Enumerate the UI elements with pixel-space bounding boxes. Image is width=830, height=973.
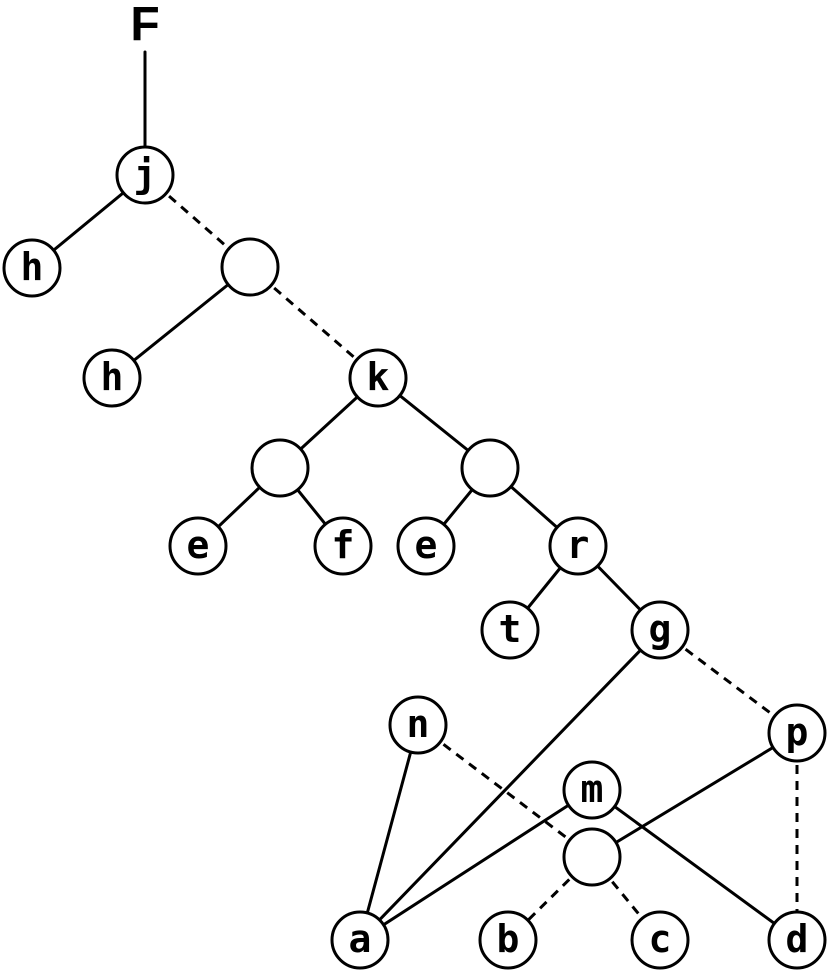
node-label-r: r bbox=[567, 523, 590, 567]
node-label-h2: h bbox=[101, 355, 124, 399]
node-label-e1: e bbox=[187, 523, 210, 567]
node-circle-h1 bbox=[2, 238, 62, 298]
node-circle-e2 bbox=[396, 516, 456, 576]
edge-m-a bbox=[358, 788, 594, 942]
node-circle-g bbox=[630, 600, 690, 660]
node-circle-m bbox=[562, 760, 622, 820]
node-label-d: d bbox=[786, 917, 809, 961]
node-circle-t bbox=[480, 600, 540, 660]
nodes: j h h k e f e r t g n p m a b c d bbox=[2, 145, 827, 970]
node-label-t: t bbox=[499, 607, 522, 651]
node-label-f: f bbox=[332, 523, 355, 567]
node-label-e2: e bbox=[415, 523, 438, 567]
node-circle-u3 bbox=[460, 438, 520, 498]
node-e2: e bbox=[396, 516, 456, 576]
node-u1 bbox=[220, 237, 280, 297]
edge-p-u4 bbox=[590, 731, 799, 859]
edge-g-p bbox=[659, 628, 798, 735]
node-b: b bbox=[478, 910, 538, 970]
node-label-h1: h bbox=[21, 245, 44, 289]
node-j: j bbox=[115, 145, 175, 205]
node-label-j: j bbox=[134, 152, 157, 196]
node-u2 bbox=[250, 438, 310, 498]
node-label-g: g bbox=[649, 607, 672, 651]
node-h1: h bbox=[2, 238, 62, 298]
edge-u1-k bbox=[249, 265, 379, 380]
node-circle-e1 bbox=[168, 516, 228, 576]
node-label-m: m bbox=[581, 767, 604, 811]
node-label-k: k bbox=[367, 355, 390, 399]
node-u3 bbox=[460, 438, 520, 498]
node-m: m bbox=[562, 760, 622, 820]
node-circle-h2 bbox=[82, 348, 142, 408]
node-label-c: c bbox=[649, 917, 672, 961]
node-label-a: a bbox=[349, 917, 372, 961]
node-circle-k bbox=[348, 348, 408, 408]
node-u4 bbox=[562, 827, 622, 887]
node-e1: e bbox=[168, 516, 228, 576]
node-circle-r bbox=[548, 516, 608, 576]
node-f: f bbox=[313, 516, 373, 576]
node-circle-u1 bbox=[220, 237, 280, 297]
node-t: t bbox=[480, 600, 540, 660]
node-n: n bbox=[388, 695, 448, 755]
node-circle-u4 bbox=[562, 827, 622, 887]
node-r: r bbox=[548, 516, 608, 576]
edge-n-u4 bbox=[417, 723, 593, 859]
node-p: p bbox=[767, 703, 827, 763]
node-circle-a bbox=[330, 910, 390, 970]
node-h2: h bbox=[82, 348, 142, 408]
node-circle-p bbox=[767, 703, 827, 763]
root-label: F bbox=[130, 0, 159, 51]
node-label-n: n bbox=[407, 702, 430, 746]
node-circle-c bbox=[630, 910, 690, 970]
node-c: c bbox=[630, 910, 690, 970]
node-circle-b bbox=[478, 910, 538, 970]
node-circle-d bbox=[767, 910, 827, 970]
node-circle-j bbox=[115, 145, 175, 205]
node-k: k bbox=[348, 348, 408, 408]
node-label-b: b bbox=[497, 917, 520, 961]
edge-u1-h2 bbox=[110, 265, 252, 380]
node-label-p: p bbox=[786, 710, 809, 754]
edge-g-a bbox=[358, 628, 662, 942]
edge-m-d bbox=[590, 788, 799, 942]
node-a: a bbox=[330, 910, 390, 970]
node-g: g bbox=[630, 600, 690, 660]
edge-n-a bbox=[358, 723, 420, 942]
node-circle-n bbox=[388, 695, 448, 755]
node-d: d bbox=[767, 910, 827, 970]
node-circle-u2 bbox=[250, 438, 310, 498]
node-circle-f bbox=[313, 516, 373, 576]
